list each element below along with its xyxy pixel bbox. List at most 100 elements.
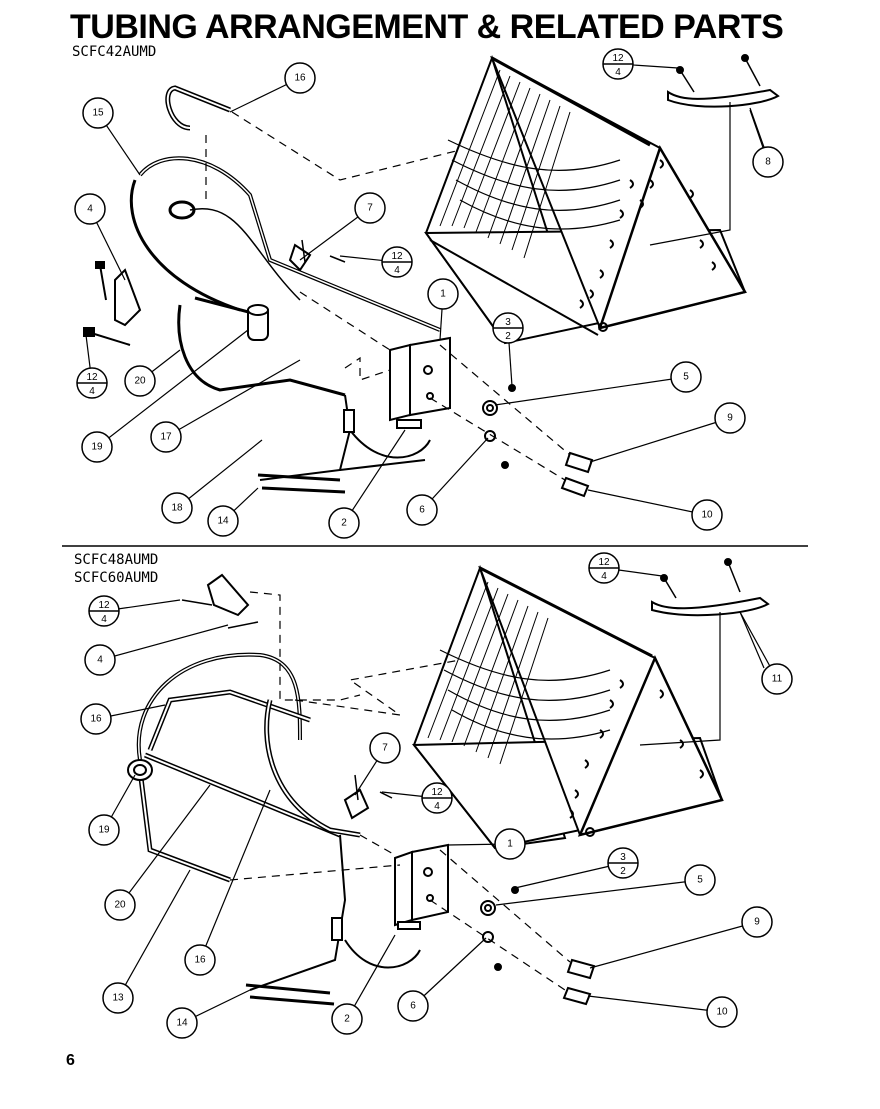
fraction-numerator: 12: [98, 600, 110, 611]
callout-number: 1: [440, 289, 446, 300]
callout-16-bottom: 16: [184, 789, 271, 976]
callout-balloon: [161, 492, 193, 524]
callout-number: 13: [112, 993, 124, 1004]
callout-number: 11: [772, 674, 783, 685]
callout-2-bottom: 2: [331, 934, 396, 1035]
callout-7-top: 7: [299, 192, 386, 261]
callout-balloon: [741, 906, 773, 938]
callout-balloon: [354, 192, 386, 224]
callout-leader: [343, 429, 406, 524]
callout-balloon: [761, 663, 793, 695]
callout-10-top: 10: [587, 489, 723, 531]
callout-balloon: [328, 507, 360, 539]
callout-balloon: [166, 1007, 198, 1039]
fraction-callout-bottom-1: 124: [588, 552, 663, 584]
fraction-denominator: 2: [620, 866, 626, 877]
callout-balloon: [752, 146, 784, 178]
callout-number: 16: [194, 955, 206, 966]
callout-balloon: [406, 494, 438, 526]
callout-11-bottom: 11: [739, 611, 793, 695]
fraction-denominator: 4: [615, 67, 621, 78]
callout-balloon: [81, 431, 113, 463]
callout-6-bottom: 6: [397, 937, 487, 1022]
fraction-leader: [514, 862, 624, 889]
fraction-denominator: 4: [434, 801, 440, 812]
fraction-numerator: 3: [505, 317, 511, 328]
callout-leader: [587, 489, 708, 516]
callout-leader: [117, 869, 191, 999]
callout-9-top: 9: [589, 402, 746, 463]
evaporator-coil-bottom: [411, 564, 724, 850]
callout-balloon: [102, 982, 134, 1014]
callout-number: 17: [160, 432, 172, 443]
callout-number: 5: [697, 875, 703, 886]
callout-balloon: [691, 499, 723, 531]
callout-15-top: 15: [82, 97, 141, 176]
callout-20-top: 20: [124, 349, 181, 397]
fraction-denominator: 2: [505, 331, 511, 342]
callout-number: 7: [382, 743, 388, 754]
fraction-numerator: 12: [612, 53, 624, 64]
fraction-callout-bottom-3: 124: [381, 782, 453, 814]
callout-number: 9: [754, 917, 760, 928]
callout-balloon: [714, 402, 746, 434]
callout-9-bottom: 9: [589, 906, 773, 969]
callout-20-bottom: 20: [104, 784, 211, 921]
callout-balloon: [184, 944, 216, 976]
fraction-callout-top-1: 124: [602, 48, 679, 80]
callout-balloon: [427, 278, 459, 310]
fraction-numerator: 3: [620, 852, 626, 863]
callout-balloon: [80, 703, 112, 735]
callout-balloon: [369, 732, 401, 764]
callout-balloon: [706, 996, 738, 1028]
callout-14-bottom: 14: [166, 989, 251, 1039]
callout-number: 16: [90, 714, 102, 725]
callout-number: 7: [367, 203, 373, 214]
callout-leader: [176, 439, 263, 509]
callout-4-top: 4: [74, 193, 126, 281]
callout-leader: [199, 789, 271, 961]
callout-leader: [96, 329, 249, 448]
page-title: TUBING ARRANGEMENT & RELATED PARTS: [70, 8, 784, 46]
fraction-denominator: 4: [101, 614, 107, 625]
callout-leader: [421, 437, 489, 511]
callout-number: 18: [171, 503, 183, 514]
callout-number: 10: [716, 1007, 728, 1018]
callout-number: 1: [507, 839, 513, 850]
model-label-top: SCFC42AUMD: [72, 44, 157, 60]
fraction-callout-top-3: 124: [76, 334, 108, 399]
callout-number: 20: [134, 376, 146, 387]
callout-leader: [587, 995, 723, 1013]
callout-number: 5: [683, 372, 689, 383]
callout-number: 19: [91, 442, 103, 453]
callout-6-top: 6: [406, 437, 489, 526]
callout-1-top: 1: [427, 278, 459, 341]
callout-16-bottom: 16: [80, 703, 166, 735]
fraction-callout-bottom-4: 32: [514, 847, 639, 889]
callout-balloon: [104, 889, 136, 921]
callout-balloon: [397, 990, 429, 1022]
callout-10-bottom: 10: [587, 995, 738, 1028]
tubing-assembly-bottom: [127, 652, 421, 1006]
callout-5-bottom: 5: [495, 864, 716, 906]
callout-13-bottom: 13: [102, 869, 191, 1014]
fraction-numerator: 12: [598, 557, 610, 568]
callout-balloon: [88, 814, 120, 846]
callout-number: 14: [217, 516, 229, 527]
evaporator-coil-top: [424, 54, 747, 345]
callout-leader: [99, 624, 229, 661]
fraction-denominator: 4: [601, 571, 607, 582]
callout-number: 19: [98, 825, 110, 836]
bracket-bottom: [394, 843, 449, 930]
callout-number: 4: [97, 655, 103, 666]
fraction-callout-top-4: 32: [492, 312, 524, 387]
callout-18-top: 18: [161, 439, 263, 524]
callout-7-bottom: 7: [354, 732, 401, 796]
callout-16-top: 16: [229, 62, 316, 113]
callout-17-top: 17: [150, 359, 301, 453]
callout-balloon: [284, 62, 316, 94]
callout-leader: [119, 784, 211, 906]
callout-balloon: [82, 97, 114, 129]
callout-19-top: 19: [81, 329, 249, 463]
callout-leader: [412, 937, 487, 1007]
